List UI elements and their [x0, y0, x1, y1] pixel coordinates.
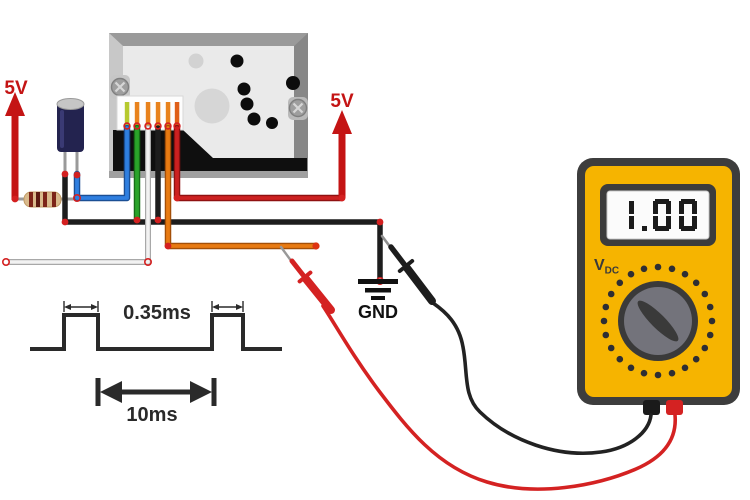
wire-ground-bus: [62, 171, 383, 284]
resistor-band: [36, 192, 40, 207]
screw-right: [288, 97, 308, 120]
supply-label-left: 5V: [4, 78, 28, 99]
lcd-segment: [681, 226, 695, 231]
lcd-segment: [642, 226, 647, 231]
dial-dots: [600, 263, 716, 379]
lcd-segment: [653, 216, 658, 229]
sensor-vent-holes: [230, 54, 300, 129]
pulse-width-arrow: [63, 301, 99, 312]
connector-pin: [174, 102, 180, 128]
supply-label-right: 5V: [330, 91, 354, 112]
dial-dot-icon: [640, 265, 648, 273]
jack-red: [666, 400, 683, 415]
lcd-segment: [692, 201, 697, 214]
dial-pointer-icon: [637, 300, 679, 342]
wire-blue: [75, 126, 129, 200]
pulse-waveform: 0.35ms 10ms: [30, 301, 282, 426]
resistor-band: [52, 192, 56, 207]
probe-black-handle: [403, 264, 436, 305]
pulse-width-arrow: [211, 301, 244, 312]
dial-dot-icon: [616, 355, 624, 363]
electrolytic-capacitor: [56, 98, 85, 152]
pulse-width-label: 0.35ms: [123, 302, 191, 324]
connector-pin: [145, 102, 151, 128]
connector-pin: [155, 102, 161, 128]
vdc-label: VDC: [594, 257, 619, 277]
ground-bar-icon: [358, 279, 398, 284]
supply-arrow-left: [5, 92, 25, 200]
probe-black: [380, 234, 653, 455]
dust-sensor: [109, 33, 308, 178]
waveform-trace: [30, 313, 282, 351]
dial-dot-icon: [706, 331, 714, 339]
resistor: [23, 191, 62, 208]
lcd-display: [606, 190, 710, 240]
screw-left: [110, 75, 130, 99]
dial-dot-icon: [640, 369, 648, 377]
probe-red: [279, 245, 677, 491]
resistor-band: [29, 192, 33, 207]
dial-dot-icon: [706, 303, 714, 311]
dial-dot-icon: [681, 364, 689, 372]
ground-symbol: GND: [358, 279, 398, 322]
arrow-head-icon: [5, 92, 25, 116]
supply-arrow-right: [332, 110, 352, 198]
ground-bar-icon: [371, 296, 385, 300]
lcd-segment: [653, 201, 658, 214]
wire-white: [4, 126, 150, 264]
digital-multimeter: VDC: [577, 158, 740, 415]
dial-dot-icon: [654, 263, 662, 271]
lcd-segment: [629, 216, 634, 229]
dial-dot-icon: [602, 303, 610, 311]
dial-dot-icon: [627, 270, 635, 278]
dial-dot-icon: [692, 279, 700, 287]
lcd-segment: [629, 201, 634, 214]
lcd-segment: [655, 199, 669, 204]
dial-dot-icon: [668, 369, 676, 377]
dial-dot-icon: [692, 355, 700, 363]
connector-pin: [165, 102, 171, 128]
dial-dot-icon: [616, 279, 624, 287]
lcd-segment: [679, 201, 684, 214]
dial-dot-icon: [600, 317, 608, 325]
lcd-segment: [655, 226, 669, 231]
lcd-segment: [679, 216, 684, 229]
dial-dot-icon: [607, 344, 615, 352]
dial-dot-icon: [607, 290, 615, 298]
probe-red-handle: [302, 275, 335, 314]
dial-dot-icon: [654, 371, 662, 379]
dial-dot-icon: [708, 317, 716, 325]
lcd-segment: [666, 201, 671, 214]
vdc-mode-sub: DC: [605, 266, 619, 277]
probe-black-lead: [431, 301, 653, 455]
arrow-head-icon: [332, 110, 352, 134]
ground-bar-icon: [365, 288, 391, 293]
jack-black: [643, 400, 660, 415]
probe-red-lead: [321, 304, 677, 491]
lcd-segment: [681, 199, 695, 204]
sensor-lens-large: [194, 88, 230, 124]
ground-label: GND: [358, 302, 398, 322]
sensor-bottom-strip: [109, 171, 308, 178]
connector-pin: [134, 102, 140, 128]
dial-dot-icon: [602, 331, 610, 339]
period-arrow: [95, 378, 217, 406]
sensor-dark-panel: [113, 130, 307, 171]
dial-dot-icon: [668, 265, 676, 273]
dial-dot-icon: [627, 364, 635, 372]
resistor-band: [43, 192, 47, 207]
period-label: 10ms: [126, 404, 177, 426]
sensor-bevel-top: [109, 33, 308, 46]
vdc-mode: V: [594, 257, 605, 274]
sensor-lens-small: [188, 53, 204, 69]
dial-dot-icon: [701, 344, 709, 352]
dial-dot-icon: [701, 290, 709, 298]
dial-dot-icon: [681, 270, 689, 278]
rotary-dial: [618, 281, 698, 361]
connector-pin: [124, 102, 130, 128]
lcd-digits: [629, 199, 697, 231]
lcd-segment: [666, 216, 671, 229]
lcd-segment: [692, 216, 697, 229]
